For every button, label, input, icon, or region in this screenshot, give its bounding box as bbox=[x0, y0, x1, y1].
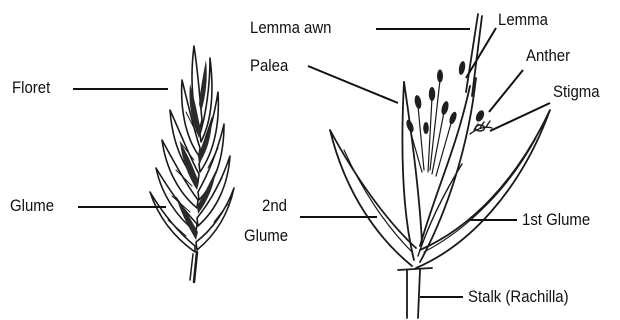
label-second-glume-line1: 2nd bbox=[262, 196, 287, 215]
label-anther: Anther bbox=[526, 46, 570, 65]
label-lemma: Lemma bbox=[498, 10, 548, 29]
label-stigma: Stigma bbox=[553, 82, 600, 101]
label-palea: Palea bbox=[250, 56, 288, 75]
leader-lemma bbox=[466, 28, 496, 78]
label-stalk: Stalk (Rachilla) bbox=[468, 287, 569, 306]
leader-anther bbox=[489, 70, 523, 112]
leader-palea bbox=[308, 66, 398, 103]
label-glume-left: Glume bbox=[10, 196, 54, 215]
first-glume-shape bbox=[416, 110, 550, 268]
second-glume-vein bbox=[344, 150, 412, 252]
rachilla-joint bbox=[398, 268, 432, 270]
label-lemma-awn: Lemma awn bbox=[250, 18, 331, 37]
leader-lines bbox=[73, 28, 550, 297]
stigma-shape bbox=[470, 121, 492, 134]
spikelet-illustration bbox=[150, 46, 234, 282]
spikelet-inner-bract-6 bbox=[199, 60, 207, 112]
label-second-glume-line2: Glume bbox=[244, 226, 288, 245]
rachilla-stalk bbox=[407, 270, 420, 318]
dissected-spikelet-illustration bbox=[330, 14, 550, 318]
spikelet-stem bbox=[194, 252, 197, 282]
label-floret: Floret bbox=[12, 78, 50, 97]
spikelet-stem-edge bbox=[190, 254, 193, 280]
first-glume-vein bbox=[424, 138, 536, 252]
label-first-glume: 1st Glume bbox=[522, 210, 590, 229]
